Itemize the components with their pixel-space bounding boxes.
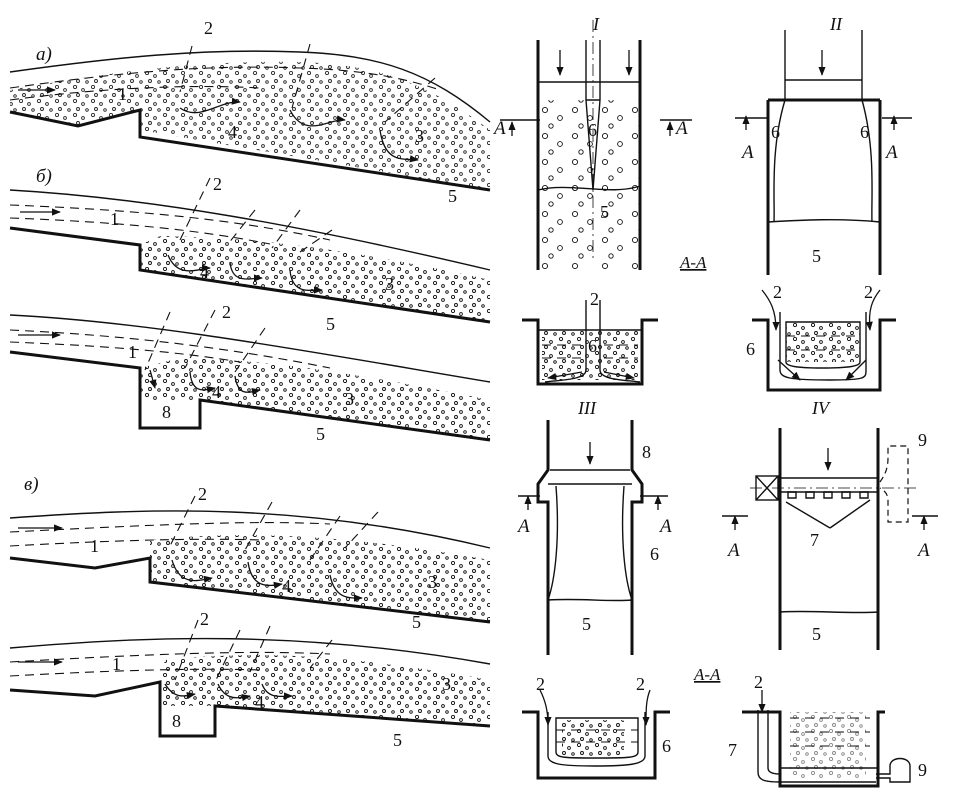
view-2-section-label: 2	[864, 282, 873, 302]
panel-v2-label: 8	[172, 711, 181, 731]
view-1-cut: A	[674, 118, 688, 139]
view-3-section-label: 6	[662, 736, 671, 756]
view-4-label: 7	[810, 530, 819, 550]
view-3-cut: A	[516, 516, 530, 537]
panel-b-label: 4	[200, 262, 209, 282]
panel-v2-label: 1	[112, 654, 121, 674]
view-1-cut: A	[492, 118, 506, 139]
view-2-cut: A	[884, 142, 898, 163]
view-1-section-label: 2	[590, 289, 599, 309]
view-2-label: 6	[860, 122, 869, 142]
view-4-section-label: 7	[728, 740, 737, 760]
panel-v2-label: 2	[200, 609, 209, 629]
panel-v-label: 2	[198, 484, 207, 504]
view-1: I 6 5 A A A-A 2 6	[492, 14, 707, 386]
view-2-section-label: 6	[746, 339, 755, 359]
view-4-cut: A	[916, 540, 930, 561]
panel-a-label: 1	[118, 84, 127, 104]
panel-a-label: 4	[228, 122, 237, 142]
view-4: 9 7 5 IV A A A-A 2 7 9	[693, 398, 938, 788]
panel-v2-label: 3	[442, 674, 451, 694]
panel-v-label: 3	[428, 572, 437, 592]
view-3-title: III	[577, 398, 597, 418]
panel-b-label: 5	[326, 314, 335, 334]
view-3-section-label: 2	[636, 674, 645, 694]
panel-v-letter: в)	[24, 474, 39, 495]
view-4-cut: A	[726, 540, 740, 561]
view-2-label: 5	[812, 246, 821, 266]
view-4-section-label: 9	[918, 760, 927, 780]
view-3-cut: A	[658, 516, 672, 537]
panel-b2-label: 8	[162, 402, 171, 422]
view-1-section: A-A	[679, 253, 707, 272]
panel-b-top: б) 1 2 3 4 5	[9, 166, 491, 334]
panel-b-letter: б)	[36, 166, 52, 187]
panel-a-letter: а)	[36, 44, 52, 65]
panel-a-label: 3	[415, 126, 424, 146]
panel-a-label: 5	[448, 186, 457, 206]
view-3-label: 8	[642, 442, 651, 462]
view-1-section-label: 6	[588, 336, 597, 356]
panel-b2-label: 3	[345, 389, 354, 409]
panel-b-label: 3	[385, 274, 394, 294]
view-2-section-label: 2	[773, 282, 782, 302]
view-4-section-label: 2	[754, 672, 763, 692]
view-4-section: A-A	[693, 665, 721, 684]
panel-b-label: 2	[213, 174, 222, 194]
panel-a: а) 1 2 3 4 5	[9, 18, 491, 206]
view-3: III 8 6 5 A A 2 2 6	[516, 398, 672, 780]
view-4-title: IV	[811, 398, 831, 418]
view-1-label: 5	[600, 202, 609, 222]
panel-v-bottom: 1 2 3 4 5 8	[9, 609, 491, 750]
panel-v-label: 1	[90, 536, 99, 556]
view-2-title: II	[829, 14, 843, 34]
panel-b2-label: 5	[316, 424, 325, 444]
panel-b2-label: 4	[212, 382, 221, 402]
view-1-label: 6	[588, 120, 597, 140]
view-3-label: 5	[582, 614, 591, 634]
panel-v-label: 4	[282, 576, 291, 596]
panel-a-label: 2	[204, 18, 213, 38]
view-3-label: 6	[650, 544, 659, 564]
panel-v-label: 5	[412, 612, 421, 632]
view-2: II 6 6 5 A A 2 2 6	[735, 14, 912, 392]
panel-b-label: 1	[110, 209, 119, 229]
panel-b2-label: 1	[128, 342, 137, 362]
panel-v-top: в) 1 2 3 4 5	[9, 474, 491, 632]
view-4-label: 9	[918, 430, 927, 450]
panel-v2-label: 5	[393, 730, 402, 750]
panel-b2-label: 2	[222, 302, 231, 322]
view-2-cut: A	[740, 142, 754, 163]
view-4-label: 5	[812, 624, 821, 644]
view-2-label: 6	[771, 122, 780, 142]
view-1-title: I	[592, 14, 600, 34]
panel-b-bottom: 1 2 3 4 5 8	[9, 302, 491, 444]
view-3-section-label: 2	[536, 674, 545, 694]
panel-v2-label: 4	[255, 692, 264, 712]
